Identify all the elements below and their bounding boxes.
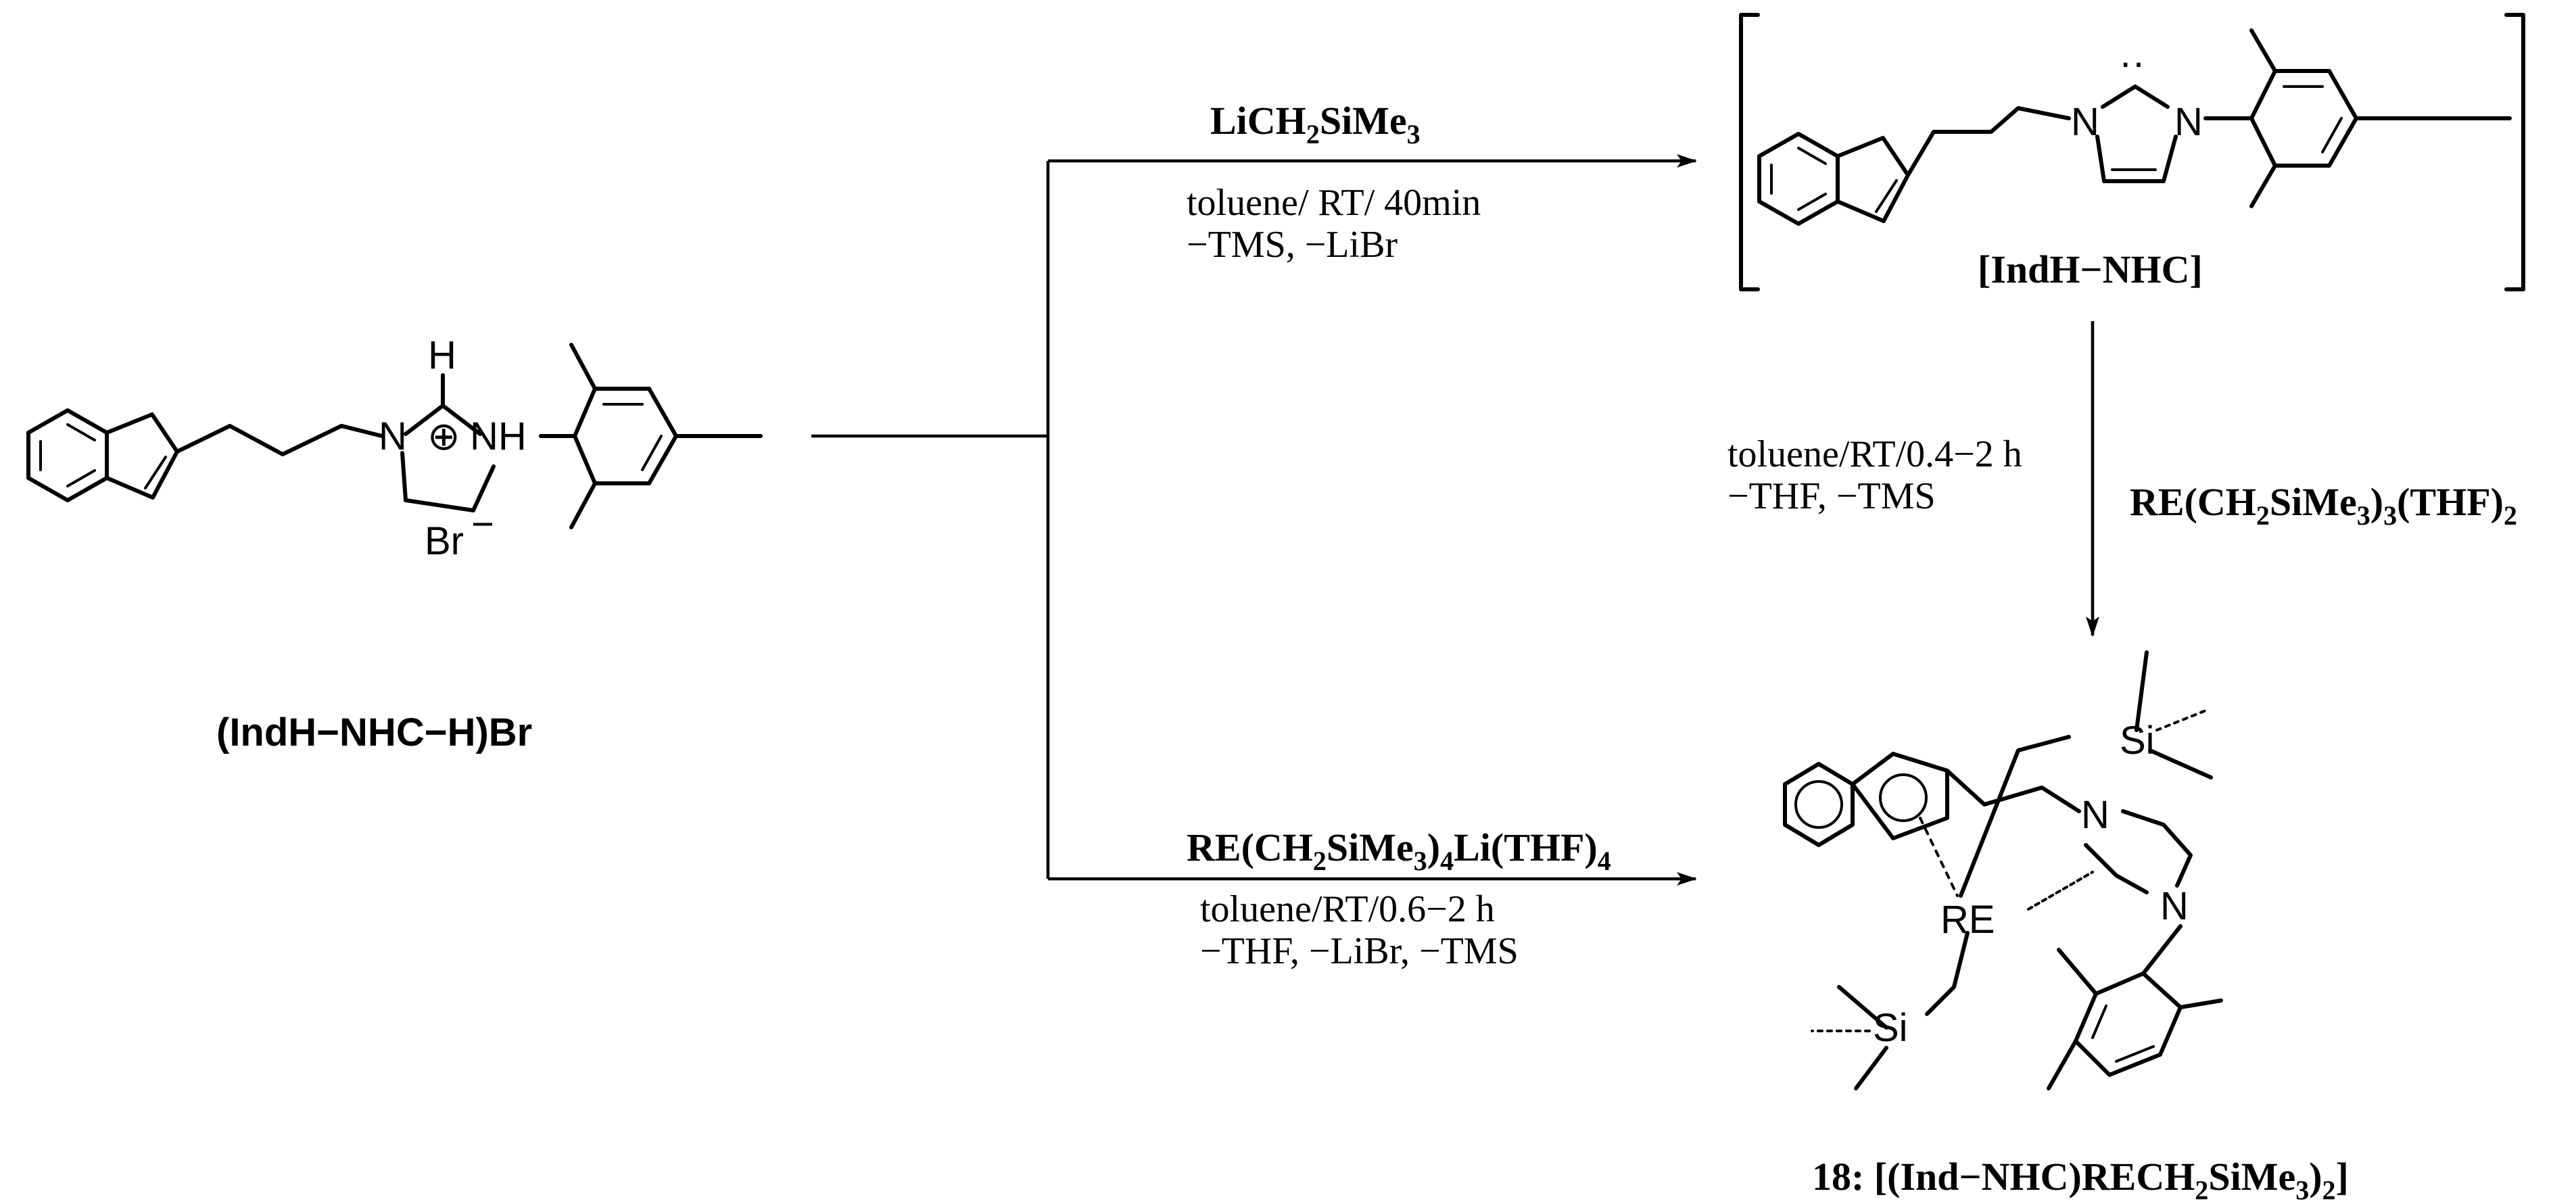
rare-earth-metal: RE [1940,898,1995,942]
n-atom: N [2081,793,2109,837]
arrow-lines [811,154,2099,886]
starting-material-label: (IndH−NHC−H)Br [216,711,532,754]
silicon-atom: Si [1873,1006,1908,1050]
upper-reagent: LiCH2SiMe3 [1210,99,1421,149]
silicon-atom: Si [2120,719,2155,763]
vertical-conditions-line2: −THF, −TMS [1727,475,1936,517]
upper-conditions-line2: −TMS, −LiBr [1187,224,1398,266]
h-atom: H [428,333,456,377]
bromide-counterion: Br [425,519,464,563]
intermediate-brackets [1739,13,2525,291]
intermediate-structure: N N ·· [1757,28,2512,226]
bromide-charge: − [471,502,494,546]
n-atom: N [2160,884,2189,928]
positive-charge: ⊕ [427,414,460,458]
intermediate-label: [IndH−NHC] [1978,247,2203,291]
vertical-reagent: RE(CH2SiMe3)3(THF)2 [2130,480,2517,531]
starting-material-structure: H N NH ⊕ Br − [26,333,763,563]
lower-conditions-line2: −THF, −LiBr, −TMS [1200,930,1519,972]
lower-reagent: RE(CH2SiMe3)4Li(THF)4 [1187,825,1611,876]
product-label: 18: [(Ind−NHC)RECH2SiMe3)2] [1812,1155,2349,1204]
n-atom: N [379,414,407,458]
vertical-conditions-line1: toluene/RT/0.4−2 h [1727,433,2022,475]
lower-conditions-line1: toluene/RT/0.6−2 h [1200,888,1495,930]
nh-atom: NH [470,414,527,458]
carbene-lone-pair: ·· [2119,41,2145,85]
n-atom: N [2071,100,2099,144]
upper-conditions-line1: toluene/ RT/ 40min [1187,182,1481,224]
n-atom: N [2174,100,2203,144]
product-structure: RE Si Si N N [1783,650,2223,1090]
